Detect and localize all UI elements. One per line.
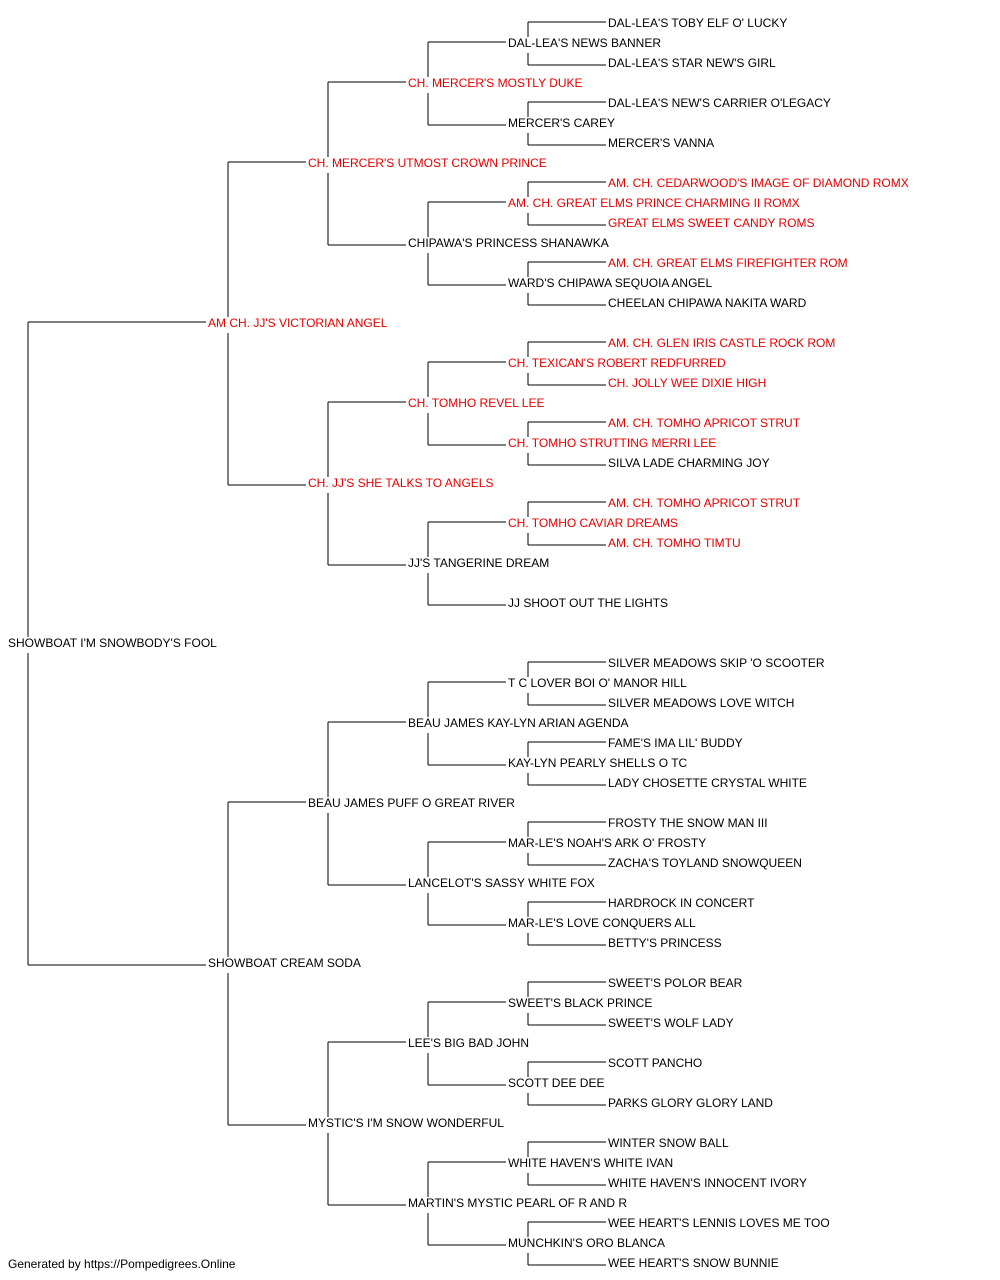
ancestor-name: BETTY'S PRINCESS xyxy=(608,936,722,950)
ancestor-name: DAL-LEA'S STAR NEW'S GIRL xyxy=(608,56,776,70)
ancestor-name: WEE HEART'S SNOW BUNNIE xyxy=(608,1256,779,1270)
ancestor-name: AM. CH. GREAT ELMS FIREFIGHTER ROM xyxy=(608,256,848,270)
footer-credit: Generated by https://Pompedigrees.Online xyxy=(8,1257,236,1271)
ancestor-name: WARD'S CHIPAWA SEQUOIA ANGEL xyxy=(508,276,712,290)
ancestor-name: DAL-LEA'S TOBY ELF O' LUCKY xyxy=(608,16,787,30)
ancestor-name: LADY CHOSETTE CRYSTAL WHITE xyxy=(608,776,807,790)
ancestor-name: AM. CH. GREAT ELMS PRINCE CHARMING II RO… xyxy=(508,196,800,210)
ancestor-name: GREAT ELMS SWEET CANDY ROMS xyxy=(608,216,814,230)
ancestor-name: MARTIN'S MYSTIC PEARL OF R AND R xyxy=(408,1196,627,1210)
ancestor-name: AM. CH. TOMHO APRICOT STRUT xyxy=(608,416,801,430)
ancestor-name: KAY-LYN PEARLY SHELLS O TC xyxy=(508,756,688,770)
ancestor-name: CH. TEXICAN'S ROBERT REDFURRED xyxy=(508,356,726,370)
ancestor-name: AM. CH. GLEN IRIS CASTLE ROCK ROM xyxy=(608,336,835,350)
ancestor-name: MAR-LE'S NOAH'S ARK O' FROSTY xyxy=(508,836,706,850)
ancestor-name: JJ SHOOT OUT THE LIGHTS xyxy=(508,596,668,610)
ancestor-name: SWEET'S POLOR BEAR xyxy=(608,976,743,990)
ancestor-name: FAME'S IMA LIL' BUDDY xyxy=(608,736,743,750)
ancestor-name: CH. JOLLY WEE DIXIE HIGH xyxy=(608,376,766,390)
ancestor-name: LEE'S BIG BAD JOHN xyxy=(408,1036,529,1050)
ancestor-name: MERCER'S VANNA xyxy=(608,136,714,150)
ancestor-name: SILVA LADE CHARMING JOY xyxy=(608,456,770,470)
ancestor-name: AM. CH. CEDARWOOD'S IMAGE OF DIAMOND ROM… xyxy=(608,176,909,190)
ancestor-name: CH. MERCER'S UTMOST CROWN PRINCE xyxy=(308,156,547,170)
ancestor-name: MERCER'S CAREY xyxy=(508,116,615,130)
ancestor-name: SILVER MEADOWS SKIP 'O SCOOTER xyxy=(608,656,825,670)
ancestor-name: AM. CH. TOMHO APRICOT STRUT xyxy=(608,496,801,510)
ancestor-name: DAL-LEA'S NEWS BANNER xyxy=(508,36,661,50)
ancestor-name: CH. JJ'S SHE TALKS TO ANGELS xyxy=(308,476,493,490)
ancestor-name: CH. TOMHO CAVIAR DREAMS xyxy=(508,516,678,530)
ancestor-name: AM CH. JJ'S VICTORIAN ANGEL xyxy=(208,316,388,330)
ancestor-name: CH. MERCER'S MOSTLY DUKE xyxy=(408,76,583,90)
ancestor-name: SCOTT PANCHO xyxy=(608,1056,702,1070)
ancestor-name: BEAU JAMES PUFF O GREAT RIVER xyxy=(308,796,515,810)
ancestor-name: SCOTT DEE DEE xyxy=(508,1076,604,1090)
ancestor-name: CHEELAN CHIPAWA NAKITA WARD xyxy=(608,296,807,310)
ancestor-name: SILVER MEADOWS LOVE WITCH xyxy=(608,696,794,710)
ancestor-name: SWEET'S WOLF LADY xyxy=(608,1016,734,1030)
ancestor-name: CH. TOMHO STRUTTING MERRI LEE xyxy=(508,436,716,450)
ancestor-name: ZACHA'S TOYLAND SNOWQUEEN xyxy=(608,856,802,870)
ancestor-name: BEAU JAMES KAY-LYN ARIAN AGENDA xyxy=(408,716,629,730)
ancestor-name: T C LOVER BOI O' MANOR HILL xyxy=(508,676,687,690)
ancestor-name: CHIPAWA'S PRINCESS SHANAWKA xyxy=(408,236,609,250)
ancestor-name: AM. CH. TOMHO TIMTU xyxy=(608,536,741,550)
ancestor-name: FROSTY THE SNOW MAN III xyxy=(608,816,768,830)
subject-dog-name: SHOWBOAT I'M SNOWBODY'S FOOL xyxy=(8,636,217,650)
ancestor-name: WEE HEART'S LENNIS LOVES ME TOO xyxy=(608,1216,830,1230)
ancestor-name: WHITE HAVEN'S INNOCENT IVORY xyxy=(608,1176,807,1190)
ancestor-name: WHITE HAVEN'S WHITE IVAN xyxy=(508,1156,673,1170)
ancestor-name: MAR-LE'S LOVE CONQUERS ALL xyxy=(508,916,696,930)
ancestor-name: HARDROCK IN CONCERT xyxy=(608,896,755,910)
ancestor-name: DAL-LEA'S NEW'S CARRIER O'LEGACY xyxy=(608,96,831,110)
ancestor-name: MYSTIC'S I'M SNOW WONDERFUL xyxy=(308,1116,504,1130)
ancestor-name: SHOWBOAT CREAM SODA xyxy=(208,956,361,970)
ancestor-name: MUNCHKIN'S ORO BLANCA xyxy=(508,1236,665,1250)
ancestor-name: JJ'S TANGERINE DREAM xyxy=(408,556,549,570)
ancestor-name: SWEET'S BLACK PRINCE xyxy=(508,996,652,1010)
ancestor-name: LANCELOT'S SASSY WHITE FOX xyxy=(408,876,595,890)
ancestor-name: WINTER SNOW BALL xyxy=(608,1136,729,1150)
ancestor-name: CH. TOMHO REVEL LEE xyxy=(408,396,544,410)
ancestor-name: PARKS GLORY GLORY LAND xyxy=(608,1096,773,1110)
